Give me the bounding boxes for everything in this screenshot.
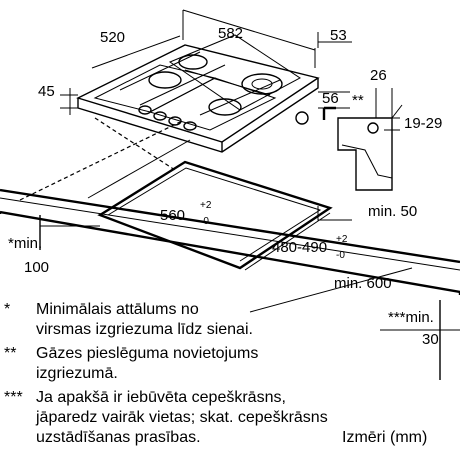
dim-min-600: min. 600 — [334, 275, 392, 292]
dim-min-100-b: 100 — [24, 259, 49, 276]
note-3-mark: *** — [4, 389, 23, 406]
worktop — [0, 188, 460, 380]
notes: * Minimālais attālums no virsmas izgriez… — [0, 300, 460, 460]
dim-min-30-b: 30 — [422, 331, 439, 348]
note-1-mark: * — [4, 301, 11, 318]
dim-520: 520 — [100, 29, 125, 46]
dim-min-100-a: *min. — [8, 235, 42, 252]
note-3-line-2: jāparedz vairāk vietas; skat. cepeškrāsn… — [36, 409, 328, 426]
note-2-mark: ** — [4, 345, 17, 362]
worktop-cutout — [97, 160, 333, 270]
dim-min-50: min. 50 — [368, 203, 417, 220]
dim-480-sup: +2 — [336, 234, 348, 245]
dim-45: 45 — [38, 83, 55, 100]
note-2-line-2: izgriezumā. — [36, 365, 118, 382]
note-2-line-1: Gāzes pieslēguma novietojums — [36, 345, 259, 362]
dimension-lines — [40, 9, 460, 331]
note-3-line-1: Ja apakšā ir iebūvēta cepeškrāsns, — [36, 389, 286, 406]
units-label: Izmēri (mm) — [342, 429, 428, 446]
note-3-line-3: uzstādīšanas prasības. — [36, 429, 201, 446]
dim-56: 56 — [322, 90, 339, 107]
dim-gas-mark: ** — [352, 92, 364, 109]
dimension-labels: 520 582 53 45 56 26 ** 19-29 min. 50 560… — [8, 25, 442, 348]
dim-480-sub: -0 — [336, 250, 345, 261]
hob — [76, 34, 320, 153]
note-1-line-1: Minimālais attālums no — [36, 301, 199, 318]
dim-560-sup: +2 — [200, 200, 212, 211]
dim-560: 560 — [160, 207, 185, 224]
dim-560-sub: -0 — [200, 216, 209, 227]
dim-480-490: 480-490 — [272, 239, 327, 256]
projection-lines — [19, 117, 181, 201]
dim-19-29: 19-29 — [404, 115, 442, 132]
dim-min-30-a: ***min. — [388, 309, 434, 326]
dim-53: 53 — [330, 27, 347, 44]
dim-26: 26 — [370, 67, 387, 84]
note-1-line-2: virsmas izgriezuma līdz sienai. — [36, 321, 253, 338]
dim-582: 582 — [218, 25, 243, 42]
